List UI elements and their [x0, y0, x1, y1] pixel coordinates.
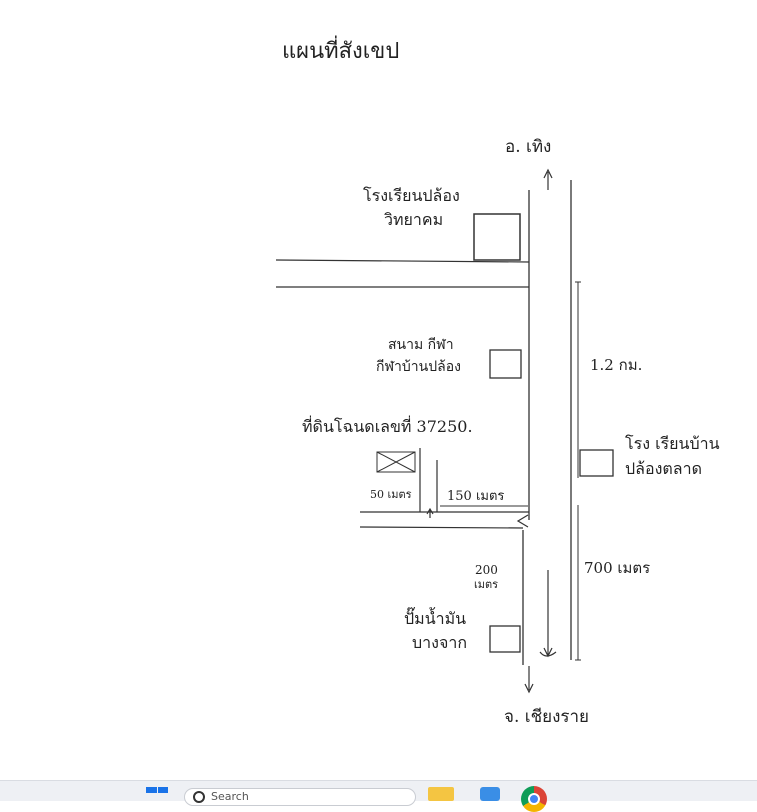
search-icon	[193, 791, 205, 803]
land-plot-marker	[376, 451, 416, 473]
gas-station-label-2: บางจาก	[412, 633, 467, 652]
chrome-icon[interactable]	[521, 786, 547, 812]
taskbar: Search	[0, 780, 757, 812]
hand-drawn-map: แผนที่สังเขป	[275, 35, 720, 727]
sports-field-label-2: กีฬาบ้านปล้อง	[376, 359, 461, 375]
file-explorer-icon[interactable]	[428, 787, 454, 801]
school-right-building	[579, 449, 614, 477]
gas-station-label-1: ปั๊มน้ำมัน	[404, 607, 466, 628]
land-plot-label: ที่ดินโฉนดเลขที่ 37250.	[302, 415, 473, 436]
store-icon[interactable]	[480, 787, 500, 801]
sports-field-building	[489, 349, 522, 379]
distance-plot-label: 50 เมตร	[370, 488, 412, 501]
school-right-label-1: โรง เรียนบ้าน	[625, 434, 720, 453]
distance-north-label: 1.2 กม.	[590, 356, 642, 374]
gas-station-building	[489, 625, 521, 653]
distance-markers	[440, 281, 581, 661]
distance-gas-label-2: เมตร	[474, 578, 498, 591]
side-roads	[275, 259, 530, 529]
sports-field-label-1: สนาม กีฬา	[388, 337, 454, 353]
north-destination-label: อ. เทิง	[505, 137, 551, 157]
school-top-building	[473, 213, 521, 261]
school-top-label-2: วิทยาคม	[384, 210, 443, 229]
taskbar-search-input[interactable]: Search	[184, 788, 416, 806]
direction-arrows	[426, 168, 557, 694]
map-title: แผนที่สังเขป	[282, 35, 399, 64]
school-top-label-1: โรงเรียนปล้อง	[363, 186, 460, 205]
windows-start-icon[interactable]	[146, 787, 168, 801]
distance-gas-label-1: 200	[475, 563, 498, 577]
south-destination-label: จ. เชียงราย	[504, 707, 589, 727]
search-placeholder: Search	[211, 790, 249, 803]
distance-south-label: 700 เมตร	[584, 559, 650, 577]
school-right-label-2: ปล้องตลาด	[625, 459, 702, 478]
main-road	[522, 180, 572, 665]
distance-soi-label: 150 เมตร	[447, 489, 504, 504]
